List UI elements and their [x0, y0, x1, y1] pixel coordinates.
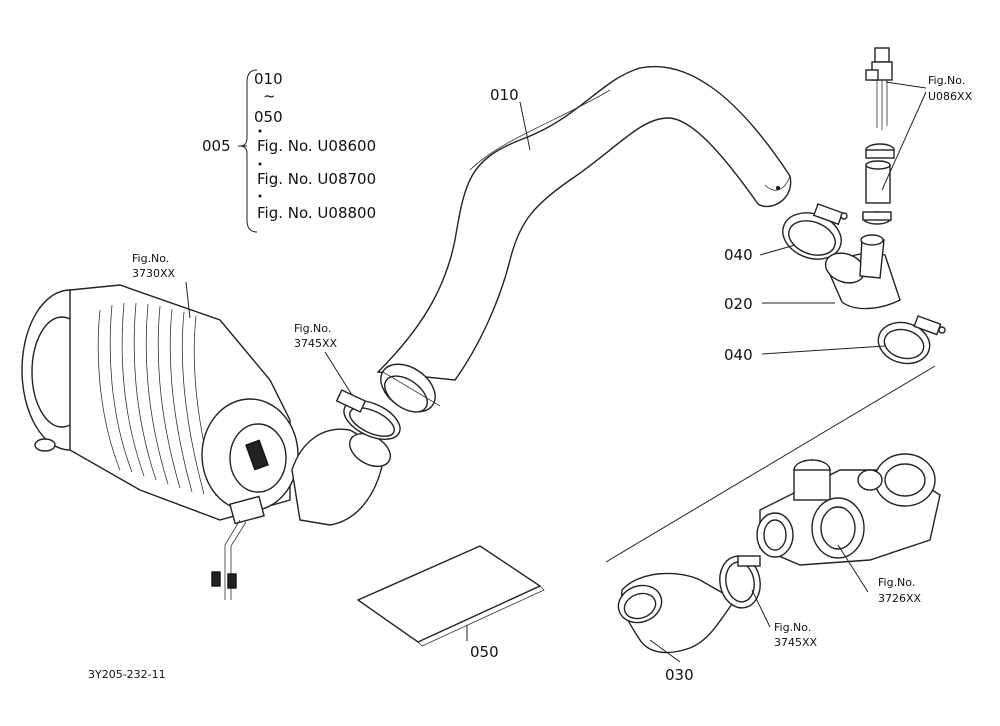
- range-start-label: 010: [254, 70, 283, 88]
- fig-ref-u08800: Fig. No. U08800: [257, 204, 376, 222]
- fig-ref-3745-upper-line2: 3745XX: [294, 337, 338, 350]
- fig-ref-3730-line2: 3730XX: [132, 267, 176, 280]
- figure-references: Fig.No. U086XX Fig.No. 3730XX Fig.No. 37…: [132, 74, 973, 649]
- callout-005: 005: [202, 137, 231, 155]
- fig-ref-u086-line2: U086XX: [928, 90, 973, 103]
- fig-ref-u08700: Fig. No. U08700: [257, 170, 376, 188]
- fig-ref-3726-line2: 3726XX: [878, 592, 922, 605]
- part-050-instruction-sheet: [356, 545, 545, 647]
- group-label-005: 005 010 ~ 050 Fig. No. U08600 Fig. No. U…: [202, 69, 376, 233]
- sensor-assembly: [862, 47, 895, 225]
- range-end-label: 050: [254, 108, 283, 126]
- callout-040-upper: 040: [724, 246, 753, 264]
- callout-050: 050: [470, 643, 499, 661]
- callout-040-lower: 040: [724, 346, 753, 364]
- part-030-elbow-hose: [617, 572, 737, 654]
- fig-ref-u086-line1: Fig.No.: [928, 74, 965, 87]
- callout-030: 030: [665, 666, 694, 684]
- fig-ref-3745-lower-line1: Fig.No.: [774, 621, 811, 634]
- leader-lines: [185, 81, 936, 663]
- callouts: 010 040 020 040 030 050: [470, 86, 753, 684]
- part-040-clamp-upper: [782, 203, 848, 260]
- fig-ref-3726-line1: Fig.No.: [878, 576, 915, 589]
- intake-elbow: [291, 389, 401, 526]
- callout-010: 010: [490, 86, 519, 104]
- fig-ref-3745-upper-line1: Fig.No.: [294, 322, 331, 335]
- air-cleaner-assembly: [21, 284, 299, 600]
- part-010-intake-hose: [376, 65, 792, 413]
- clamp-lower-3745: [719, 555, 761, 609]
- fig-ref-3745-lower-line2: 3745XX: [774, 636, 818, 649]
- part-020-pipe: [824, 234, 901, 310]
- part-040-clamp-lower: [877, 315, 946, 365]
- turbocharger: [756, 453, 941, 566]
- fig-ref-3730-line1: Fig.No.: [132, 252, 169, 265]
- drawing-code: 3Y205-232-11: [88, 668, 166, 681]
- fig-ref-u08600: Fig. No. U08600: [257, 137, 376, 155]
- range-tilde: ~: [263, 87, 276, 105]
- callout-020: 020: [724, 295, 753, 313]
